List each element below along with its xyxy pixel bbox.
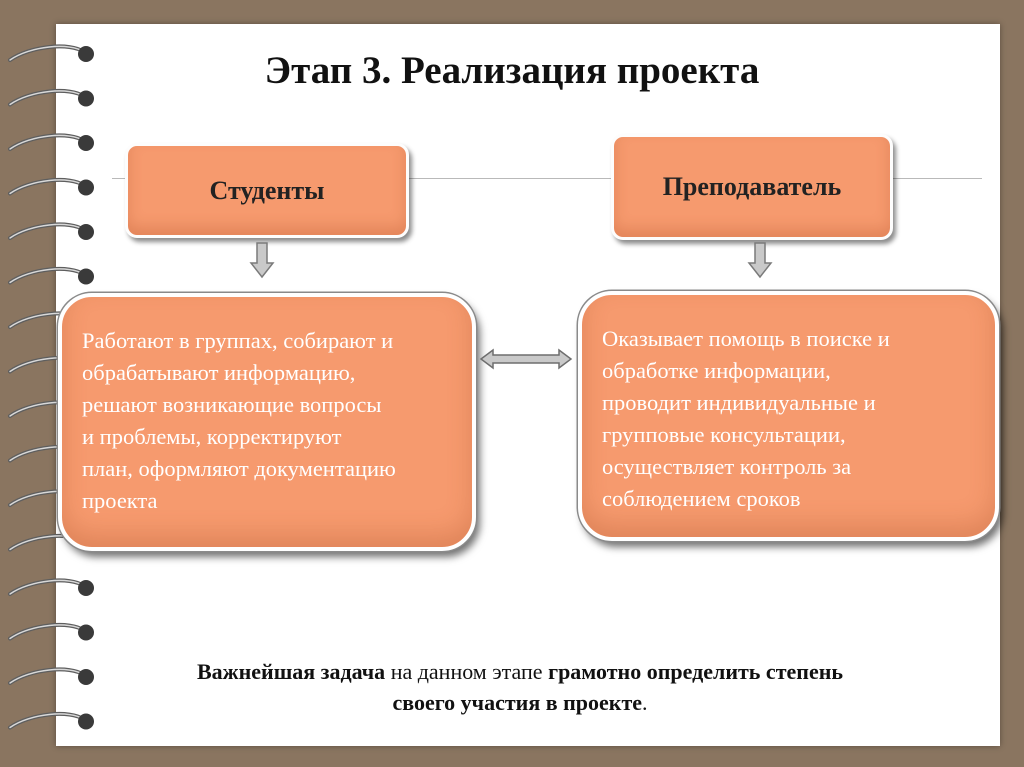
footer-note: Важнейшая задача на данном этапе грамотн… bbox=[60, 656, 980, 718]
divider-line bbox=[112, 178, 982, 179]
teacher-heading-box: Преподаватель bbox=[611, 134, 893, 240]
down-arrow-icon bbox=[249, 242, 275, 279]
students-description-box: Работают в группах, собирают и обрабатыв… bbox=[58, 293, 476, 551]
students-line: проекта bbox=[82, 488, 158, 513]
students-heading-box: Студенты bbox=[125, 143, 409, 238]
students-line: план, оформляют документацию bbox=[82, 456, 396, 481]
teacher-line: осуществляет контроль за bbox=[602, 454, 852, 479]
footer-text-2: . bbox=[642, 690, 648, 715]
teacher-line: соблюдением сроков bbox=[602, 486, 801, 511]
footer-bold-3: своего участия в проекте bbox=[392, 690, 643, 715]
teacher-line: проводит индивидуальные и bbox=[602, 390, 876, 415]
teacher-line: Оказывает помощь в поиске и bbox=[602, 326, 890, 351]
students-heading: Студенты bbox=[209, 175, 325, 205]
teacher-line: обработке информации, bbox=[602, 358, 831, 383]
teacher-heading: Преподаватель bbox=[662, 172, 842, 201]
teacher-line: групповые консультации, bbox=[602, 422, 846, 447]
footer-bold-2: грамотно определить степень bbox=[548, 659, 844, 684]
students-line: решают возникающие вопросы bbox=[82, 392, 382, 417]
students-line: обрабатывают информацию, bbox=[82, 360, 356, 385]
down-arrow-icon bbox=[747, 242, 773, 279]
footer-text-1: на данном этапе bbox=[385, 659, 549, 684]
double-arrow-icon bbox=[479, 348, 573, 370]
students-line: и проблемы, корректируют bbox=[82, 424, 342, 449]
footer-bold-1: Важнейшая задача bbox=[196, 659, 386, 684]
students-line: Работают в группах, собирают и bbox=[82, 328, 394, 353]
teacher-description-box: Оказывает помощь в поиске и обработке ин… bbox=[578, 291, 999, 541]
page-title: Этап 3. Реализация проекта bbox=[264, 49, 760, 92]
